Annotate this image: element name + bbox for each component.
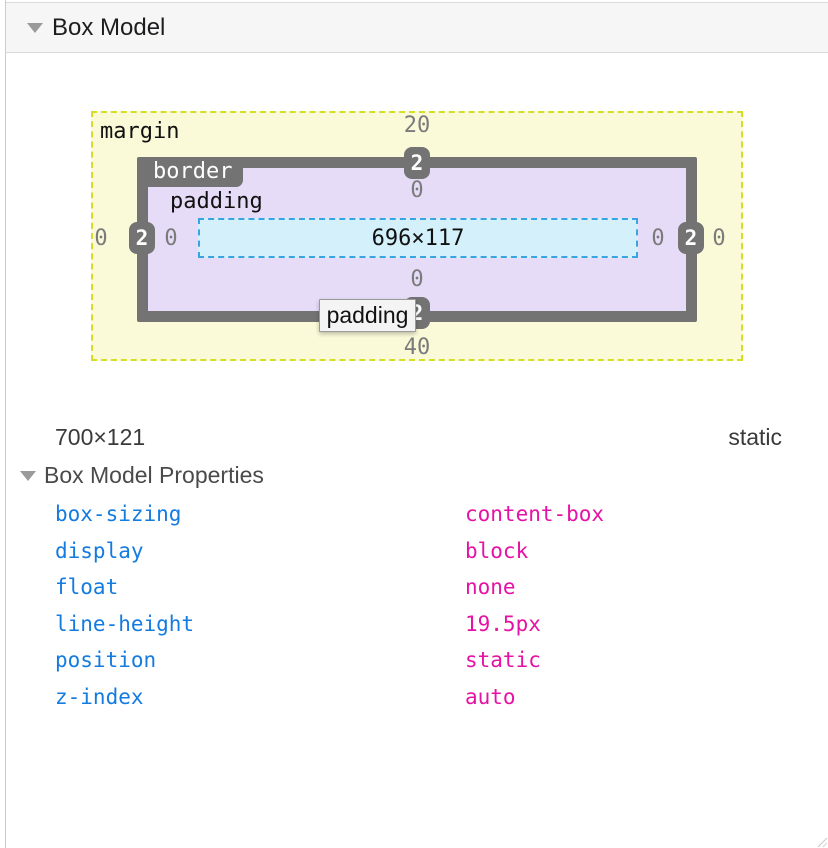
border-left-badge[interactable]: 2 xyxy=(129,222,155,254)
property-value: auto xyxy=(465,684,516,709)
padding-label: padding xyxy=(170,189,263,214)
property-row: display block xyxy=(6,533,828,570)
panel-left-divider xyxy=(5,0,6,848)
border-right-badge[interactable]: 2 xyxy=(678,222,704,254)
element-dimensions: 700×121 xyxy=(55,424,146,450)
border-label: border xyxy=(142,158,244,187)
property-value: none xyxy=(465,575,516,600)
content-region[interactable]: 696×117 xyxy=(198,218,638,258)
property-value: content-box xyxy=(465,502,605,527)
margin-left-value[interactable]: 0 xyxy=(94,226,108,251)
property-row: float none xyxy=(6,569,828,606)
property-row: z-index auto xyxy=(6,679,828,716)
padding-top-value[interactable]: 0 xyxy=(410,178,424,203)
padding-left-value[interactable]: 0 xyxy=(164,226,178,251)
element-position: static xyxy=(728,424,782,450)
property-name: float xyxy=(55,575,119,600)
property-name: box-sizing xyxy=(55,502,182,527)
disclosure-triangle-icon[interactable] xyxy=(20,470,36,481)
section-title: Box Model xyxy=(52,13,166,41)
property-value: 19.5px xyxy=(465,611,541,636)
property-row: line-height 19.5px xyxy=(6,606,828,643)
property-name: line-height xyxy=(55,611,195,636)
margin-right-value[interactable]: 0 xyxy=(712,226,726,251)
margin-top-value[interactable]: 20 xyxy=(403,113,431,138)
property-value: static xyxy=(465,648,541,673)
property-name: position xyxy=(55,648,157,673)
padding-tooltip: padding xyxy=(319,299,416,332)
margin-bottom-value[interactable]: 40 xyxy=(403,335,431,360)
box-model-properties-header[interactable]: Box Model Properties xyxy=(20,462,264,489)
property-name: display xyxy=(55,538,144,563)
properties-section-title: Box Model Properties xyxy=(44,462,264,488)
property-value: block xyxy=(465,538,529,563)
box-model-section-header[interactable]: Box Model xyxy=(6,2,828,53)
property-row: position static xyxy=(6,642,828,679)
properties-list: box-sizing content-box display block flo… xyxy=(6,496,828,715)
property-row: box-sizing content-box xyxy=(6,496,828,533)
margin-label: margin xyxy=(100,119,180,144)
border-top-badge[interactable]: 2 xyxy=(404,147,430,179)
padding-bottom-value[interactable]: 0 xyxy=(410,267,424,292)
disclosure-triangle-icon[interactable] xyxy=(27,22,43,33)
resize-grip-icon[interactable] xyxy=(814,834,828,848)
padding-right-value[interactable]: 0 xyxy=(651,226,665,251)
property-name: z-index xyxy=(55,684,144,709)
